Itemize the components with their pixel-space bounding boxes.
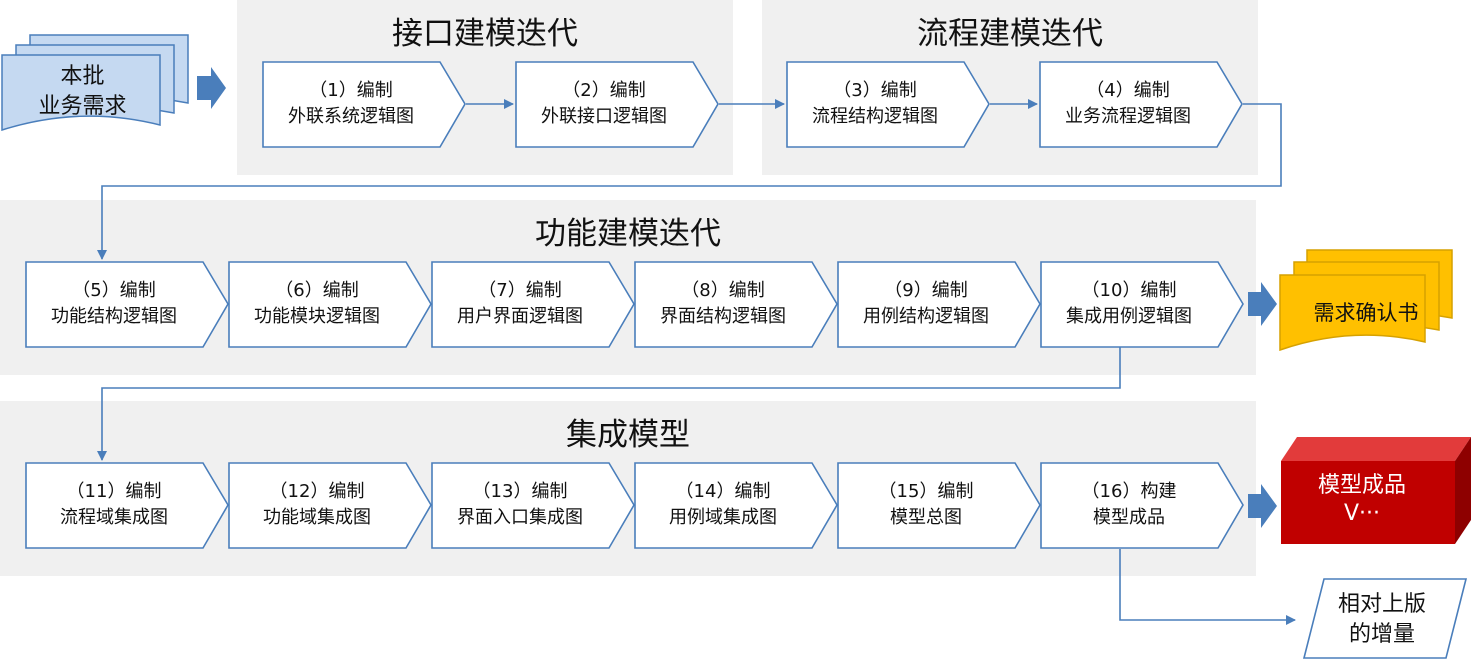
step-label: 外联系统逻辑图 (288, 106, 414, 127)
input-block-arrow (197, 67, 226, 109)
step-label: 功能域集成图 (263, 507, 371, 528)
step-shape (431, 462, 635, 549)
step-16[interactable]: （16）构建模型成品 (1040, 462, 1244, 549)
step-2[interactable]: （2）编制外联接口逻辑图 (515, 61, 719, 148)
step-number: （8）编制 (681, 280, 765, 301)
step-number: （5）编制 (72, 280, 156, 301)
step-number: （11）编制 (66, 481, 162, 502)
confirm-doc-label: 需求确认书 (1313, 301, 1419, 325)
step-9[interactable]: （9）编制用例结构逻辑图 (837, 261, 1041, 348)
delta-line1: 相对上版 (1337, 592, 1426, 617)
step-label: 界面结构逻辑图 (660, 306, 786, 327)
input-doc-line2: 业务需求 (38, 94, 127, 119)
step-label: 用例域集成图 (669, 507, 777, 528)
product-line2: V··· (1343, 501, 1381, 526)
step-shape (837, 462, 1041, 549)
step-7[interactable]: （7）编制用户界面逻辑图 (431, 261, 635, 348)
delta-label: 相对上版 的增量 (1302, 590, 1462, 650)
step-label: 流程域集成图 (60, 507, 168, 528)
step-shape (228, 462, 432, 549)
step-number: （3）编制 (833, 80, 917, 101)
step-number: （14）编制 (675, 481, 771, 502)
step-label: 集成用例逻辑图 (1066, 306, 1192, 327)
delta-line2: 的增量 (1348, 622, 1415, 647)
step-shape (25, 462, 229, 549)
step-number: （4）编制 (1086, 80, 1170, 101)
panel-title: 接口建模迭代 (392, 16, 578, 52)
step-14[interactable]: （14）编制用例域集成图 (634, 462, 838, 549)
input-doc-line1: 本批 (60, 64, 105, 89)
panel-title: 集成模型 (566, 417, 690, 453)
step-label: 外联接口逻辑图 (541, 106, 667, 127)
step-shape (634, 261, 838, 348)
step-13[interactable]: （13）编制界面入口集成图 (431, 462, 635, 549)
product-line1: 模型成品 (1317, 473, 1406, 498)
step-10[interactable]: （10）编制集成用例逻辑图 (1040, 261, 1244, 348)
input-doc-label: 本批 业务需求 (0, 62, 165, 122)
step-1[interactable]: （1）编制外联系统逻辑图 (262, 61, 466, 148)
step-12[interactable]: （12）编制功能域集成图 (228, 462, 432, 549)
step-number: （10）编制 (1081, 280, 1177, 301)
step-8[interactable]: （8）编制界面结构逻辑图 (634, 261, 838, 348)
step-number: （15）编制 (878, 481, 974, 502)
step-number: （1）编制 (309, 80, 393, 101)
step-shape (634, 462, 838, 549)
step-label: 功能结构逻辑图 (51, 306, 177, 327)
step-label: 用例结构逻辑图 (863, 306, 989, 327)
step-number: （12）编制 (269, 481, 365, 502)
step-3[interactable]: （3）编制流程结构逻辑图 (786, 61, 990, 148)
step-label: 用户界面逻辑图 (457, 306, 583, 327)
step-label: 功能模块逻辑图 (254, 306, 380, 327)
step-label: 业务流程逻辑图 (1065, 106, 1191, 127)
step-number: （6）编制 (275, 280, 359, 301)
step-number: （7）编制 (478, 280, 562, 301)
step-15[interactable]: （15）编制模型总图 (837, 462, 1041, 549)
step-label: 界面入口集成图 (457, 507, 583, 528)
step-shape (837, 261, 1041, 348)
step-number: （2）编制 (562, 80, 646, 101)
step-shape (1040, 462, 1244, 549)
step-number: （9）编制 (884, 280, 968, 301)
panel-title: 功能建模迭代 (535, 216, 721, 252)
product-label: 模型成品 V··· (1282, 472, 1442, 528)
step-number: （13）编制 (472, 481, 568, 502)
step-11[interactable]: （11）编制流程域集成图 (25, 462, 229, 549)
step-shape (228, 261, 432, 348)
step-label: 模型成品 (1093, 507, 1165, 528)
step-6[interactable]: （6）编制功能模块逻辑图 (228, 261, 432, 348)
step-4[interactable]: （4）编制业务流程逻辑图 (1039, 61, 1243, 148)
step-number: （16）构建 (1081, 481, 1177, 502)
step-5[interactable]: （5）编制功能结构逻辑图 (25, 261, 229, 348)
step-shape (431, 261, 635, 348)
step-shape (1040, 261, 1244, 348)
step-label: 流程结构逻辑图 (812, 106, 938, 127)
step-label: 模型总图 (890, 507, 962, 528)
step-shape (25, 261, 229, 348)
panel-title: 流程建模迭代 (917, 16, 1103, 52)
